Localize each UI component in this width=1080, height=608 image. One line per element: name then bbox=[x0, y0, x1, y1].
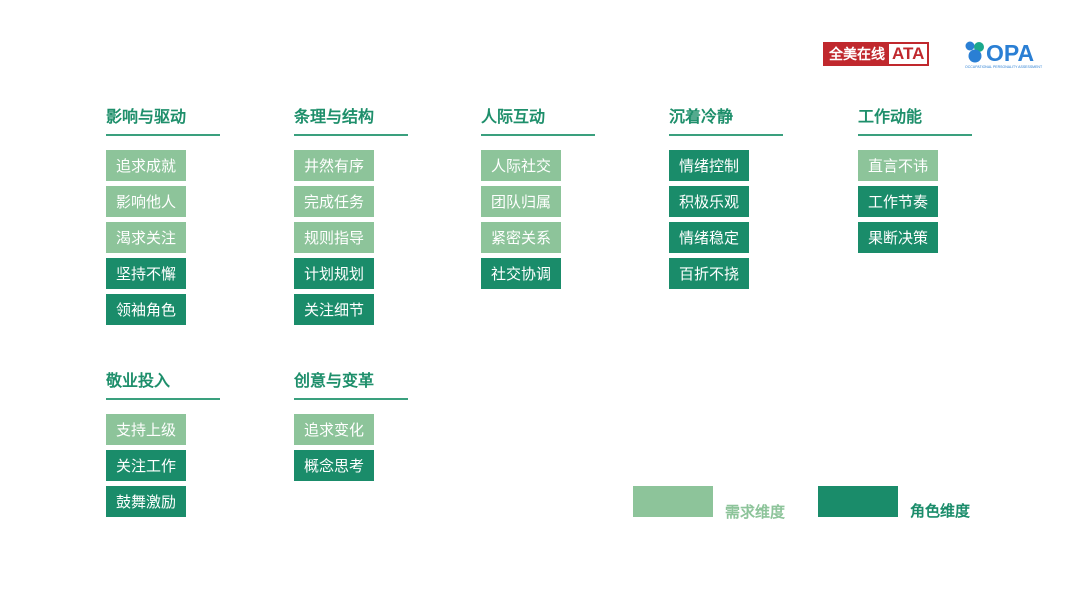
trait-item: 领袖角色 bbox=[106, 294, 186, 325]
group-items: 人际社交团队归属紧密关系社交协调 bbox=[481, 150, 595, 289]
trait-item: 坚持不懈 bbox=[106, 258, 186, 289]
trait-item: 鼓舞激励 bbox=[106, 486, 186, 517]
group-items: 情绪控制积极乐观情绪稳定百折不挠 bbox=[669, 150, 783, 289]
group-divider bbox=[481, 134, 595, 136]
group-creativity-change: 创意与变革 追求变化概念思考 bbox=[294, 370, 408, 486]
opa-mark-icon bbox=[965, 41, 984, 63]
trait-item: 情绪稳定 bbox=[669, 222, 749, 253]
trait-item: 积极乐观 bbox=[669, 186, 749, 217]
group-work-energy: 工作动能 直言不讳工作节奏果断决策 bbox=[858, 106, 972, 258]
trait-item: 追求成就 bbox=[106, 150, 186, 181]
group-interpersonal: 人际互动 人际社交团队归属紧密关系社交协调 bbox=[481, 106, 595, 294]
trait-item: 井然有序 bbox=[294, 150, 374, 181]
group-divider bbox=[106, 134, 220, 136]
ata-logo-en: ATA bbox=[889, 44, 928, 64]
trait-item: 完成任务 bbox=[294, 186, 374, 217]
legend-role-label: 角色维度 bbox=[910, 502, 971, 520]
trait-item: 工作节奏 bbox=[858, 186, 938, 217]
trait-item: 紧密关系 bbox=[481, 222, 561, 253]
group-title: 条理与结构 bbox=[294, 107, 375, 126]
trait-item: 人际社交 bbox=[481, 150, 561, 181]
group-items: 追求成就影响他人渴求关注坚持不懈领袖角色 bbox=[106, 150, 220, 325]
opa-logo-sub: OCCUPATIONAL PERSONALITY ASSESSMENT bbox=[965, 65, 1043, 69]
group-title: 影响与驱动 bbox=[106, 107, 187, 126]
trait-item: 社交协调 bbox=[481, 258, 561, 289]
legend-need-label: 需求维度 bbox=[725, 503, 786, 521]
trait-item: 支持上级 bbox=[106, 414, 186, 445]
group-title: 创意与变革 bbox=[294, 371, 375, 390]
trait-item: 影响他人 bbox=[106, 186, 186, 217]
trait-item: 渴求关注 bbox=[106, 222, 186, 253]
trait-item: 直言不讳 bbox=[858, 150, 938, 181]
group-items: 支持上级关注工作鼓舞激励 bbox=[106, 414, 220, 517]
trait-item: 关注细节 bbox=[294, 294, 374, 325]
trait-item: 情绪控制 bbox=[669, 150, 749, 181]
opa-logo: OPA OCCUPATIONAL PERSONALITY ASSESSMENT bbox=[965, 40, 1049, 72]
opa-logo-word: OPA bbox=[986, 40, 1035, 66]
group-divider bbox=[858, 134, 972, 136]
trait-item: 追求变化 bbox=[294, 414, 374, 445]
group-title: 人际互动 bbox=[481, 107, 546, 126]
group-order-structure: 条理与结构 井然有序完成任务规则指导计划规划关注细节 bbox=[294, 106, 408, 330]
group-divider bbox=[669, 134, 783, 136]
group-engagement: 敬业投入 支持上级关注工作鼓舞激励 bbox=[106, 370, 220, 522]
trait-item: 关注工作 bbox=[106, 450, 186, 481]
group-title: 敬业投入 bbox=[106, 371, 171, 390]
group-divider bbox=[294, 398, 408, 400]
group-title: 工作动能 bbox=[858, 107, 923, 126]
group-items: 直言不讳工作节奏果断决策 bbox=[858, 150, 972, 253]
group-divider bbox=[106, 398, 220, 400]
trait-item: 百折不挠 bbox=[669, 258, 749, 289]
group-influence-drive: 影响与驱动 追求成就影响他人渴求关注坚持不懈领袖角色 bbox=[106, 106, 220, 330]
ata-logo: 全美在线 ATA bbox=[823, 42, 930, 66]
trait-item: 果断决策 bbox=[858, 222, 938, 253]
trait-item: 计划规划 bbox=[294, 258, 374, 289]
legend-need-swatch bbox=[633, 486, 713, 517]
group-calm: 沉着冷静 情绪控制积极乐观情绪稳定百折不挠 bbox=[669, 106, 783, 294]
trait-item: 团队归属 bbox=[481, 186, 561, 217]
ata-logo-cn: 全美在线 bbox=[825, 44, 889, 64]
group-items: 井然有序完成任务规则指导计划规划关注细节 bbox=[294, 150, 408, 325]
trait-item: 概念思考 bbox=[294, 450, 374, 481]
group-title: 沉着冷静 bbox=[669, 107, 734, 126]
legend-role-swatch bbox=[818, 486, 898, 517]
group-divider bbox=[294, 134, 408, 136]
trait-item: 规则指导 bbox=[294, 222, 374, 253]
group-items: 追求变化概念思考 bbox=[294, 414, 408, 481]
